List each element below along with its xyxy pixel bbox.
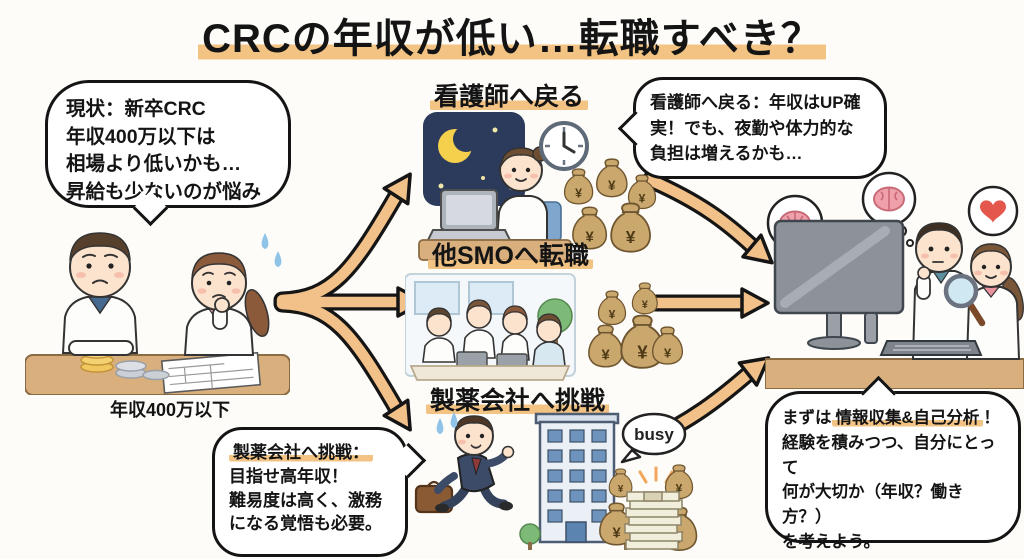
branch-arrow	[273, 172, 426, 432]
nurse-person	[495, 146, 548, 241]
busy-label: busy	[634, 425, 674, 444]
clock-icon	[539, 121, 589, 171]
smo-team	[422, 299, 566, 370]
meeting-table	[409, 365, 571, 381]
magnifier-icon	[943, 273, 986, 327]
title-text: CRCの年収が低い…転職すべき？	[198, 17, 826, 61]
busy-bubble: busy	[620, 412, 687, 464]
converge-arrows	[637, 171, 774, 451]
sweat-icon	[261, 233, 282, 267]
laptop-icon	[425, 189, 513, 243]
option-heading-pharma-text: 製薬会社へ挑戦	[426, 387, 610, 415]
option-heading-nurse: 看護師へ戻る	[430, 77, 589, 113]
document-icon	[160, 351, 262, 394]
illustration-analysis	[765, 171, 1024, 389]
page-title: CRCの年収が低い…転職すべき？	[0, 6, 1024, 64]
sweat-icon	[450, 412, 458, 428]
illustration-smo-option	[405, 273, 684, 381]
option-heading-nurse-text: 看護師へ戻る	[430, 83, 589, 111]
cash-stack-icon	[624, 491, 683, 550]
illustration-crc-couple	[25, 232, 290, 395]
sweat-icon	[436, 418, 444, 434]
speech-bubble-heart	[967, 185, 1019, 237]
bubble-nurse-note: 看護師へ戻る：年収はUP確 実！でも、夜勤や体力的な 負担は増えるかも…	[633, 77, 887, 179]
running-businessman	[434, 412, 515, 513]
bubble-conclusion-post: ！ 経験を積みつつ、自分にとって 何が大切か（年収？働き方？） を考えよう。	[782, 409, 1000, 551]
illustration-pharma-option: busy	[414, 412, 698, 551]
building-icon	[519, 412, 638, 550]
moon-icon	[438, 126, 479, 163]
bubble-conclusion-highlight: 情報収集&自己分析	[831, 409, 984, 427]
bubble-current-state: 現状：新卒CRC 年収400万以下は 相場より低いかも… 昇給も少ないのが悩み	[45, 80, 291, 208]
option-heading-smo-text: 他SMOへ転職	[428, 242, 593, 270]
heart-icon	[980, 200, 1006, 223]
option-heading-smo: 他SMOへ転職	[428, 236, 593, 272]
caption-current-income: 年収400万以下	[109, 400, 231, 420]
crc-woman	[183, 233, 282, 356]
brain-icon	[873, 186, 905, 212]
bubble-pharma-note-body: 目指せ高年収！ 難易度は高く、激務 になる覚悟も必要。	[229, 466, 382, 534]
crc-man	[61, 232, 139, 356]
bubble-conclusion: まずは情報収集&自己分析！ 経験を積みつつ、自分にとって 何が大切か（年収？働き…	[765, 391, 1021, 551]
monitor-icon	[773, 219, 905, 350]
bubble-conclusion-pre: まずは	[782, 409, 832, 427]
desk	[765, 358, 1024, 389]
keyboard-icon	[879, 340, 983, 356]
bubble-pharma-note: 製薬会社へ挑戦： 目指せ高年収！ 難易度は高く、激務 になる覚悟も必要。	[212, 427, 408, 557]
option-heading-pharma: 製薬会社へ挑戦	[426, 381, 610, 417]
bubble-pharma-note-highlight: 製薬会社へ挑戦：	[229, 443, 373, 462]
